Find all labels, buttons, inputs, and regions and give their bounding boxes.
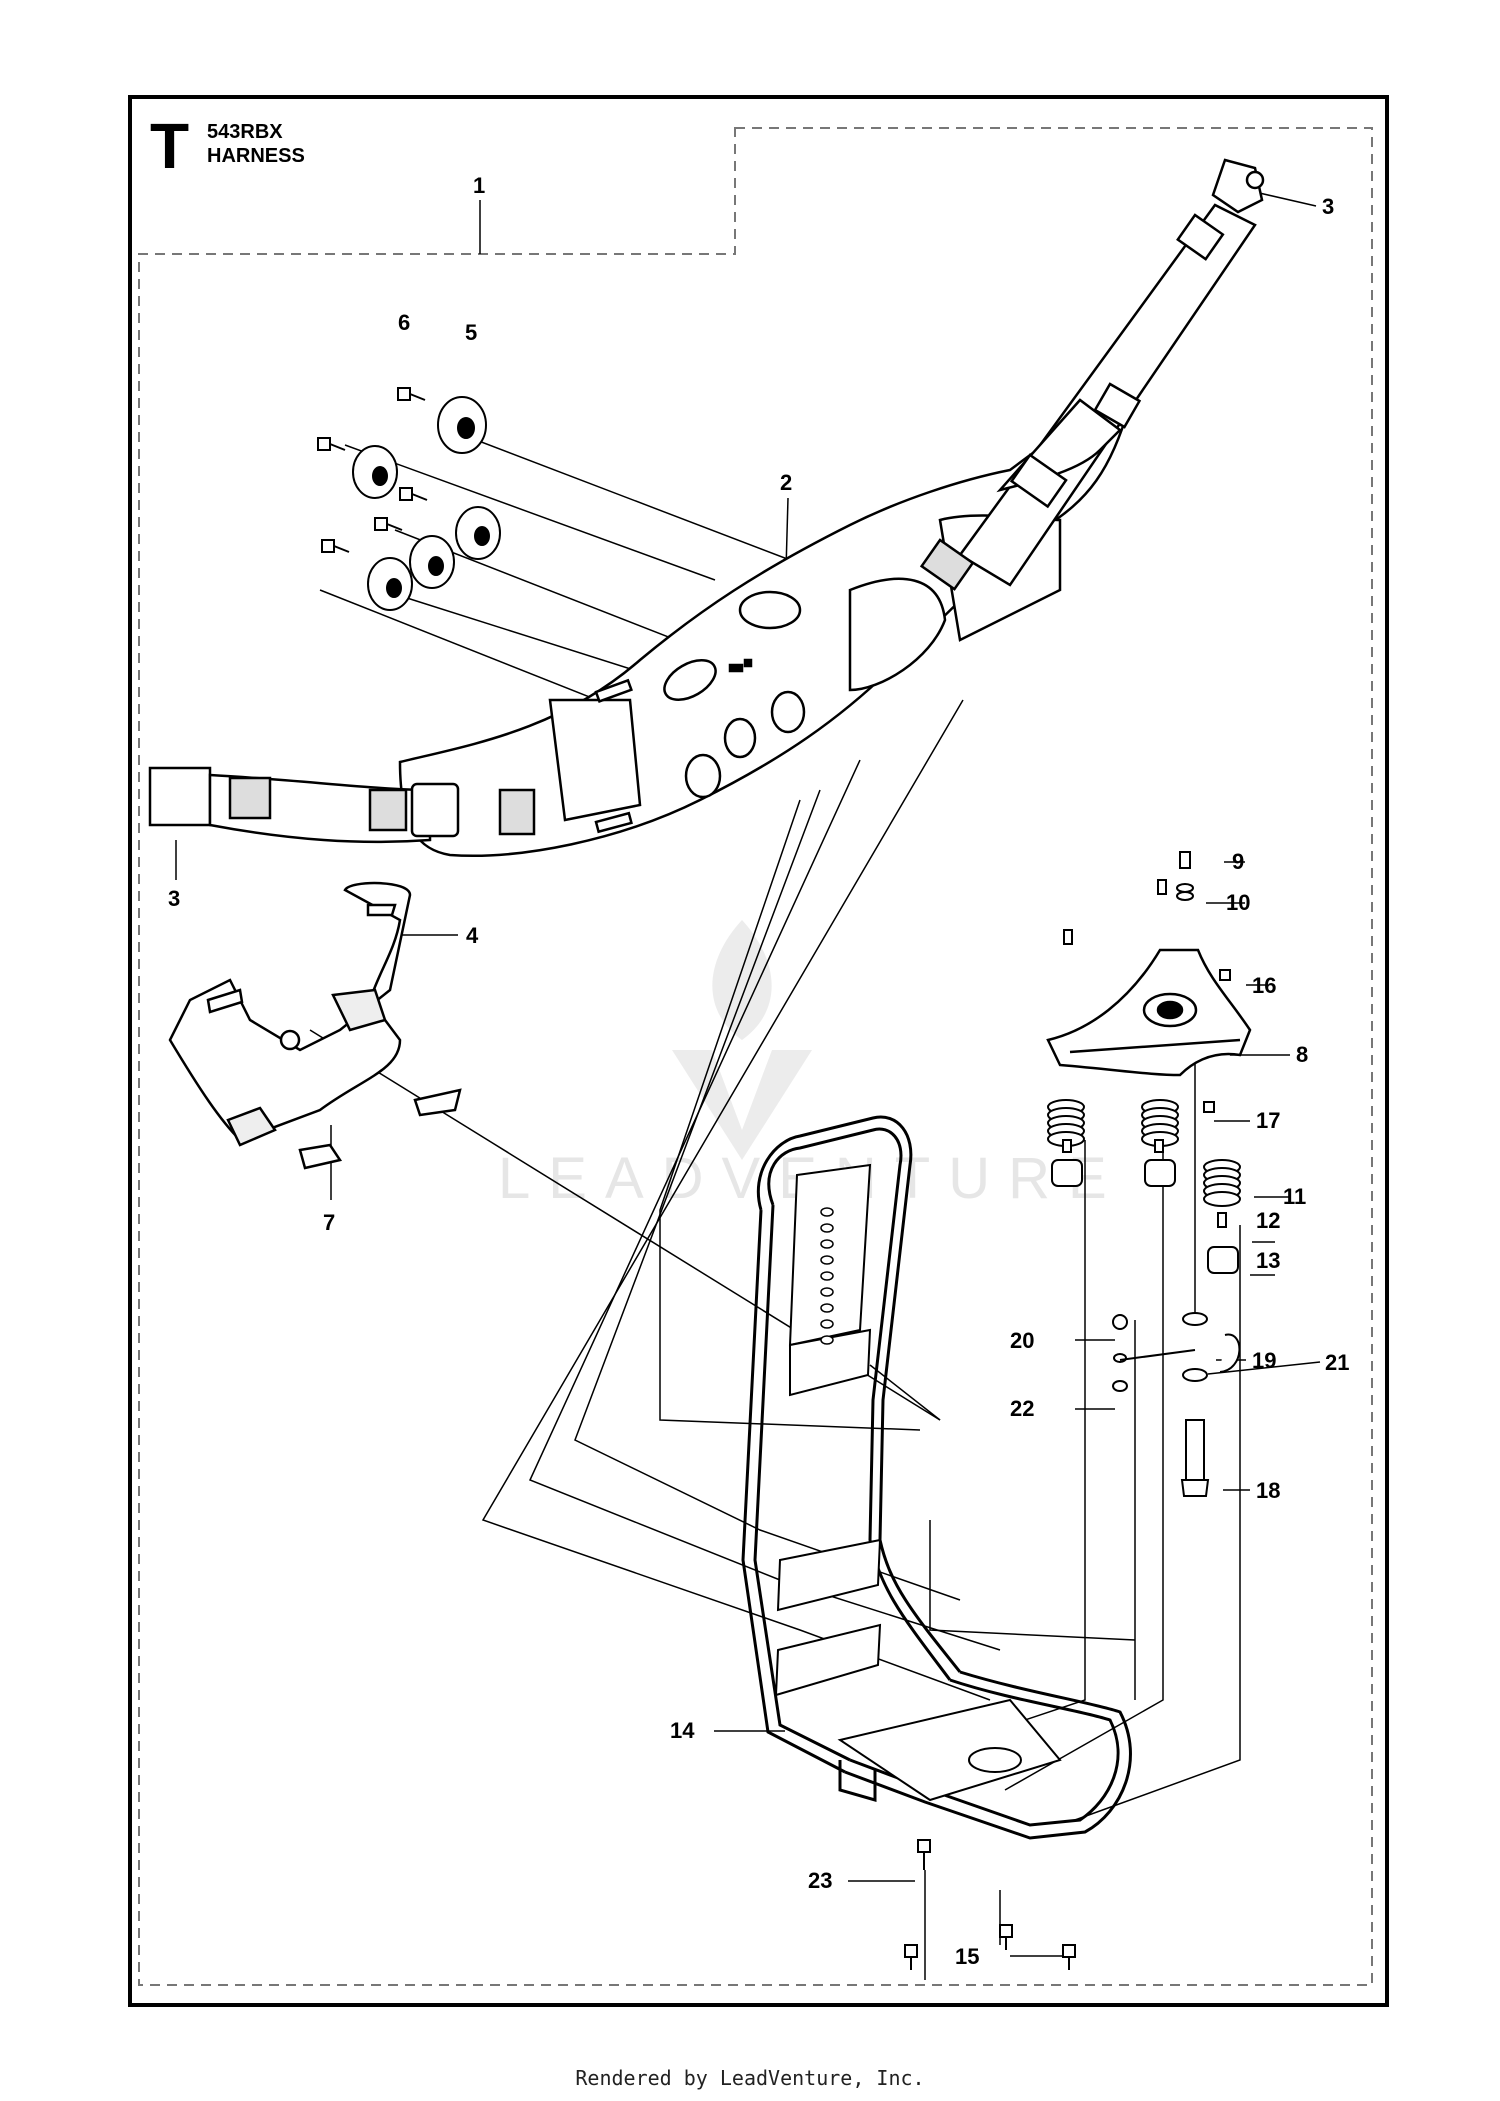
harness-back-pad <box>398 393 1132 857</box>
sheet-model: 543RBX <box>207 121 283 143</box>
spring-center <box>1141 1099 1179 1147</box>
callout-3-lower: 3 <box>168 886 180 911</box>
callout-23: 23 <box>808 1868 832 1893</box>
frame-adjust-holes <box>820 1207 834 1345</box>
backpack-frame <box>741 1115 1132 1840</box>
sheet-letter: T <box>150 110 189 182</box>
callout-4: 4 <box>466 923 479 948</box>
frame-bottom-screws <box>904 1839 1076 1970</box>
engine-mount-plate <box>1046 948 1252 1077</box>
springs <box>1047 1099 1241 1207</box>
callout-5: 5 <box>465 320 477 345</box>
spring-right <box>1203 1159 1241 1207</box>
rubber-dampers <box>1051 1159 1239 1274</box>
callout-15: 15 <box>955 1944 979 1969</box>
callout-numbers: 1 2 3 3 4 5 6 7 8 9 10 11 12 13 14 15 16… <box>168 173 1349 1969</box>
spring-left <box>1047 1099 1085 1147</box>
callout-17: 17 <box>1256 1108 1280 1133</box>
callout-13: 13 <box>1256 1248 1280 1273</box>
callout-11: 11 <box>1283 1184 1306 1209</box>
callout-1: 1 <box>473 173 485 198</box>
callout-7: 7 <box>323 1210 335 1235</box>
callout-3-upper: 3 <box>1322 194 1334 219</box>
render-credit: Rendered by LeadVenture, Inc. <box>575 2066 925 2090</box>
assembly-boundary <box>138 127 1373 1986</box>
watermark-flame-logo <box>672 920 812 1160</box>
shoulder-strap-upper <box>919 158 1265 591</box>
callout-22: 22 <box>1010 1396 1034 1421</box>
callout-16: 16 <box>1252 973 1276 998</box>
callout-9: 9 <box>1232 849 1244 874</box>
leader-lines <box>175 191 1321 1980</box>
page-frame <box>128 95 1389 2007</box>
callout-8: 8 <box>1296 1042 1308 1067</box>
sheet-title: HARNESS <box>207 145 305 167</box>
mounting-screws <box>317 387 428 553</box>
callout-20: 20 <box>1010 1328 1034 1353</box>
mounting-washers <box>352 396 501 611</box>
callout-19: 19 <box>1252 1348 1276 1373</box>
callout-6: 6 <box>398 310 410 335</box>
callout-12: 12 <box>1256 1208 1280 1233</box>
watermark: LEADVENTURE <box>498 920 1107 1211</box>
callout-2: 2 <box>780 470 792 495</box>
hip-bracket <box>168 881 462 1170</box>
waist-strap-lower <box>148 766 536 844</box>
callout-14: 14 <box>670 1718 695 1743</box>
callout-10: 10 <box>1226 890 1250 915</box>
small-screws <box>1062 851 1241 1497</box>
callout-18: 18 <box>1256 1478 1280 1503</box>
callout-21: 21 <box>1325 1350 1349 1375</box>
